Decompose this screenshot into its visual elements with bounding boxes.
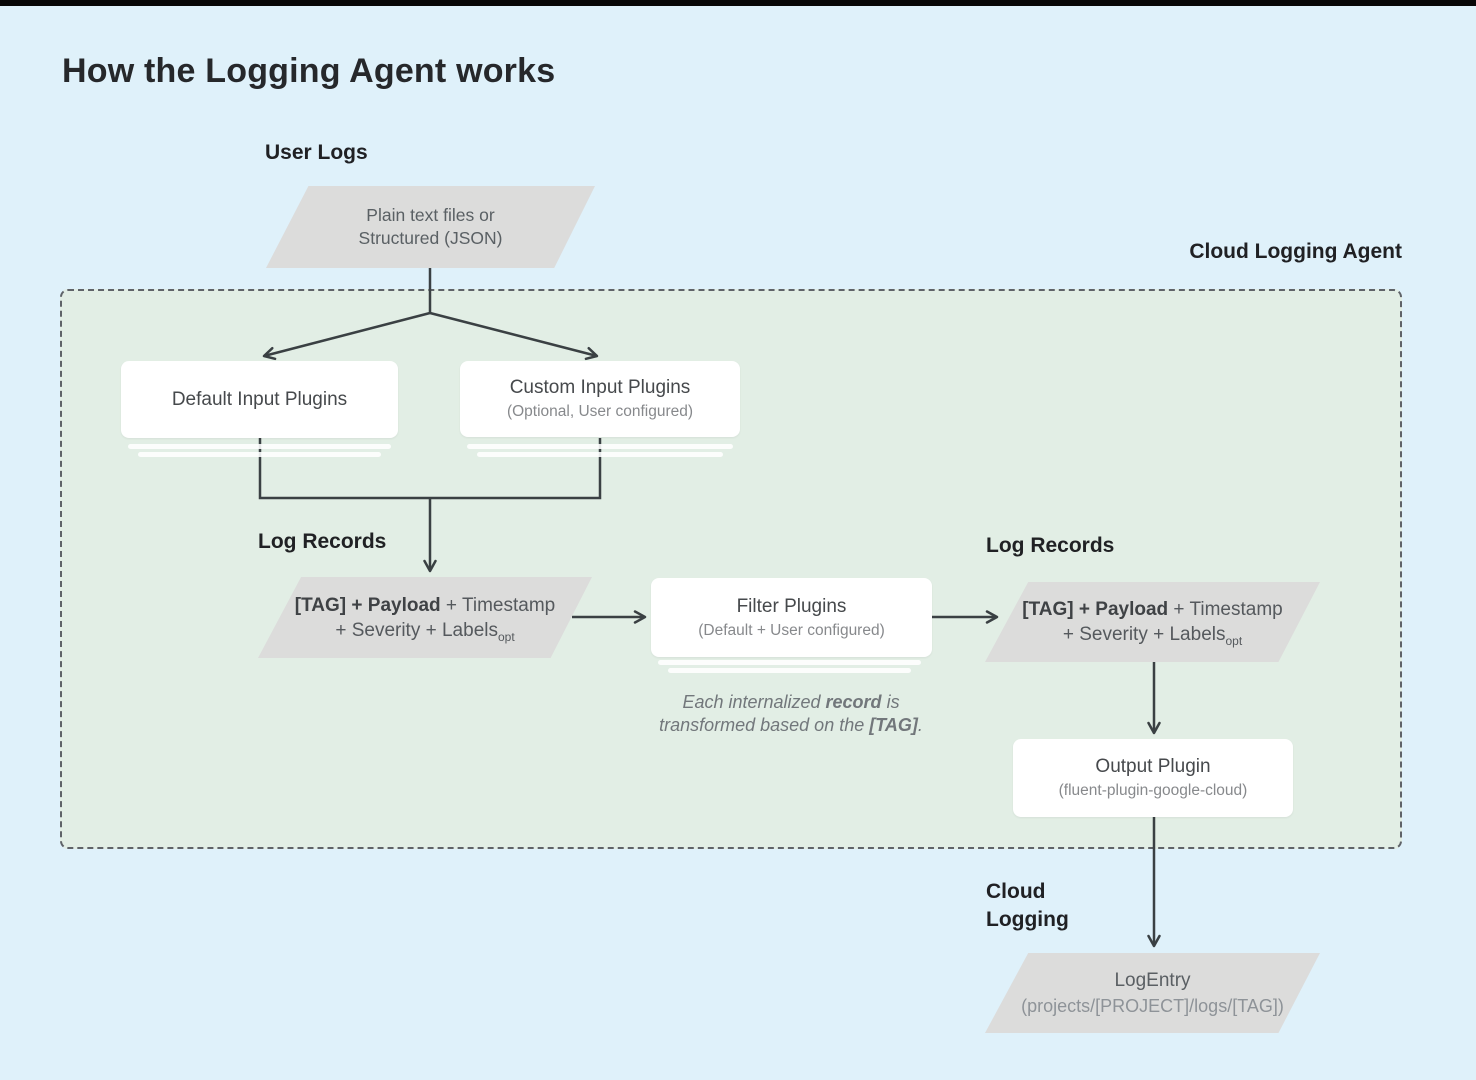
user-logs-source-shape: Plain text files or Structured (JSON) — [266, 186, 595, 268]
default-input-stack-line-2 — [138, 452, 381, 457]
default-input-plugins-box: Default Input Plugins — [121, 361, 398, 438]
log-record-right-subscript: opt — [1225, 633, 1243, 648]
filter-plugins-title: Filter Plugins — [736, 595, 847, 617]
user-logs-label: User Logs — [265, 141, 368, 164]
log-record-left-line2: + Severity + Labelsopt — [335, 618, 514, 643]
log-records-left-label: Log Records — [258, 530, 387, 553]
log-record-left-line1: [TAG] + Payload + Timestamp — [295, 593, 555, 618]
log-record-shape-left: [TAG] + Payload + Timestamp + Severity +… — [258, 577, 592, 658]
log-record-left-subscript: opt — [497, 629, 515, 644]
log-record-left-rest: + Timestamp — [440, 594, 556, 616]
output-plugin-subtitle: (fluent-plugin-google-cloud) — [1058, 782, 1248, 799]
note-text-1: Each internalized — [682, 692, 826, 712]
note-text-4: . — [917, 714, 923, 735]
custom-input-plugins-box: Custom Input Plugins (Optional, User con… — [460, 361, 740, 437]
log-record-left-bold: [TAG] + Payload — [294, 594, 441, 616]
log-records-right-label: Log Records — [986, 534, 1115, 557]
log-record-right-line2-text: + Severity + Labels — [1062, 624, 1226, 645]
log-record-right-line1: [TAG] + Payload + Timestamp — [1022, 597, 1282, 622]
filter-plugins-stack-line-1 — [658, 660, 921, 665]
custom-input-plugins-subtitle: (Optional, User configured) — [506, 403, 694, 420]
log-record-shape-right: [TAG] + Payload + Timestamp + Severity +… — [985, 582, 1320, 662]
cloud-logging-agent-label: Cloud Logging Agent — [1189, 240, 1402, 263]
output-plugin-box: Output Plugin (fluent-plugin-google-clou… — [1013, 739, 1293, 817]
log-entry-subtitle: (projects/[PROJECT]/logs/[TAG]) — [1021, 995, 1284, 1016]
custom-input-stack-line-1 — [467, 444, 733, 449]
log-record-right-bold: [TAG] + Payload — [1022, 599, 1169, 620]
log-entry-title: LogEntry — [1114, 969, 1191, 991]
transform-note: Each internalized record is transformed … — [640, 691, 942, 736]
custom-input-stack-line-2 — [477, 452, 723, 457]
log-record-left-line2-text: + Severity + Labels — [335, 619, 498, 641]
log-record-right-rest: + Timestamp — [1168, 599, 1283, 620]
log-entry-shape: LogEntry (projects/[PROJECT]/logs/[TAG]) — [985, 953, 1320, 1033]
filter-plugins-stack-line-2 — [668, 668, 911, 673]
log-record-right-line2: + Severity + Labelsopt — [1063, 622, 1242, 647]
user-logs-source-line2: Structured (JSON) — [358, 228, 503, 248]
output-plugin-title: Output Plugin — [1095, 756, 1211, 777]
note-bold-record: record — [825, 692, 882, 712]
note-text-3: transformed based on the — [659, 714, 870, 735]
note-bold-tag: [TAG] — [869, 714, 918, 735]
custom-input-plugins-title: Custom Input Plugins — [509, 377, 691, 398]
default-input-plugins-title: Default Input Plugins — [171, 388, 348, 410]
diagram-title: How the Logging Agent works — [62, 52, 556, 90]
filter-plugins-box: Filter Plugins (Default + User configure… — [651, 578, 932, 657]
top-border-bar — [0, 0, 1476, 6]
user-logs-source-line1: Plain text files or — [366, 205, 495, 225]
default-input-stack-line-1 — [128, 444, 391, 449]
note-text-2: is — [881, 692, 900, 712]
filter-plugins-subtitle: (Default + User configured) — [698, 621, 885, 639]
cloud-logging-label: Cloud Logging — [986, 880, 1069, 931]
